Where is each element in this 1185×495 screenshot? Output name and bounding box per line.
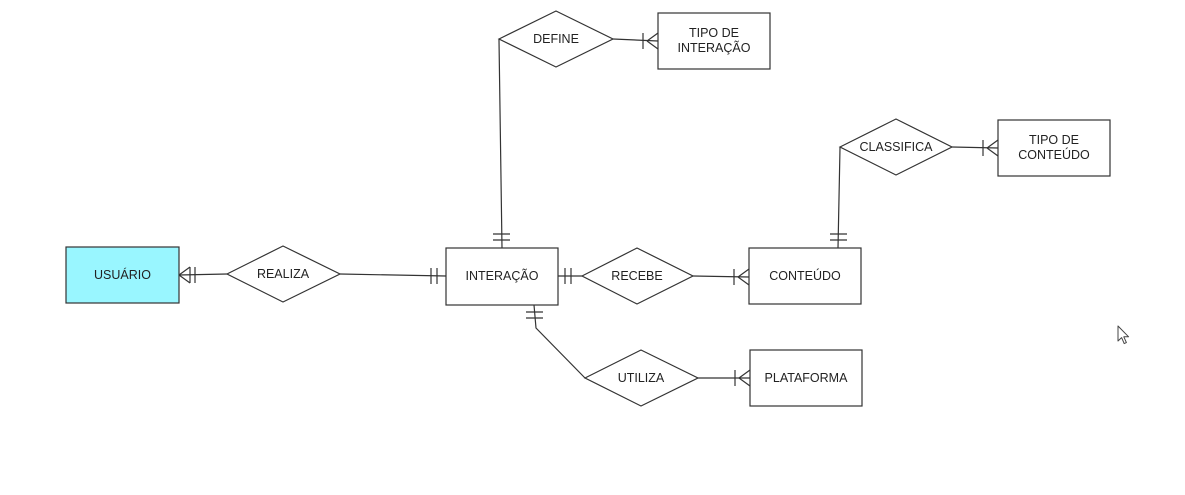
entity-usuario-box bbox=[65, 246, 180, 304]
entity-tipo-interacao-label-line-2: INTERAÇÃO bbox=[678, 41, 751, 55]
entity-tipo-interacao-label-line-1: TIPO DE bbox=[689, 26, 739, 40]
mouse-pointer-icon bbox=[1117, 325, 1130, 345]
relationship-realiza-diamond bbox=[225, 245, 342, 303]
relationship-recebe-label: RECEBE bbox=[611, 269, 662, 283]
relationship-utiliza-label: UTILIZA bbox=[618, 371, 665, 385]
entity-interacao[interactable]: INTERAÇÃO bbox=[445, 247, 559, 306]
relationship-define-diamond bbox=[497, 10, 615, 68]
relationship-utiliza[interactable]: UTILIZA bbox=[583, 349, 700, 407]
relationship-recebe-diamond bbox=[580, 247, 695, 305]
connector-utiliza-plataforma[interactable] bbox=[698, 369, 751, 387]
entity-interacao-box bbox=[445, 247, 559, 306]
entity-tipo-interacao-box bbox=[657, 12, 771, 70]
relationship-define-label: DEFINE bbox=[533, 32, 579, 46]
connector-realiza-interacao[interactable] bbox=[339, 268, 447, 284]
connector-conteudo-classifica[interactable] bbox=[830, 146, 847, 249]
entity-plataforma[interactable]: PLATAFORMA bbox=[749, 349, 863, 407]
connector-usuario-realiza[interactable] bbox=[178, 266, 228, 284]
connector-interacao-utiliza[interactable] bbox=[526, 304, 586, 379]
connector-interacao-define[interactable] bbox=[493, 38, 510, 249]
entity-tipo-conteudo-label-line-1: TIPO DE bbox=[1029, 133, 1079, 147]
entity-tipo-conteudo[interactable]: TIPO DE CONTEÚDO bbox=[997, 119, 1111, 177]
relationship-classifica[interactable]: CLASSIFICA bbox=[838, 118, 954, 176]
entity-conteudo-box bbox=[748, 247, 862, 305]
entity-conteudo-label: CONTEÚDO bbox=[769, 268, 841, 283]
entity-tipo-conteudo-label-line-2: CONTEÚDO bbox=[1018, 147, 1090, 162]
relationship-realiza[interactable]: REALIZA bbox=[225, 245, 342, 303]
relationship-classifica-diamond bbox=[838, 118, 954, 176]
entity-conteudo[interactable]: CONTEÚDO bbox=[748, 247, 862, 305]
entity-plataforma-box bbox=[749, 349, 863, 407]
entity-tipo-conteudo-box bbox=[997, 119, 1111, 177]
entity-usuario[interactable]: USUÁRIO bbox=[65, 246, 180, 304]
entity-interacao-label: INTERAÇÃO bbox=[466, 269, 539, 283]
relationship-utiliza-diamond bbox=[583, 349, 700, 407]
entity-tipo-interacao[interactable]: TIPO DE INTERAÇÃO bbox=[657, 12, 771, 70]
relationship-classifica-label: CLASSIFICA bbox=[860, 140, 934, 154]
relationship-define[interactable]: DEFINE bbox=[497, 10, 615, 68]
connector-define-tipo-interacao[interactable] bbox=[612, 32, 659, 50]
connector-recebe-conteudo[interactable] bbox=[692, 268, 750, 286]
connector-classifica-tipo-conteudo[interactable] bbox=[951, 139, 999, 157]
relationship-recebe[interactable]: RECEBE bbox=[580, 247, 695, 305]
entity-usuario-label: USUÁRIO bbox=[94, 267, 151, 282]
entity-plataforma-label: PLATAFORMA bbox=[765, 371, 849, 385]
relationship-realiza-label: REALIZA bbox=[257, 267, 310, 281]
connector-interacao-recebe[interactable] bbox=[558, 268, 582, 284]
